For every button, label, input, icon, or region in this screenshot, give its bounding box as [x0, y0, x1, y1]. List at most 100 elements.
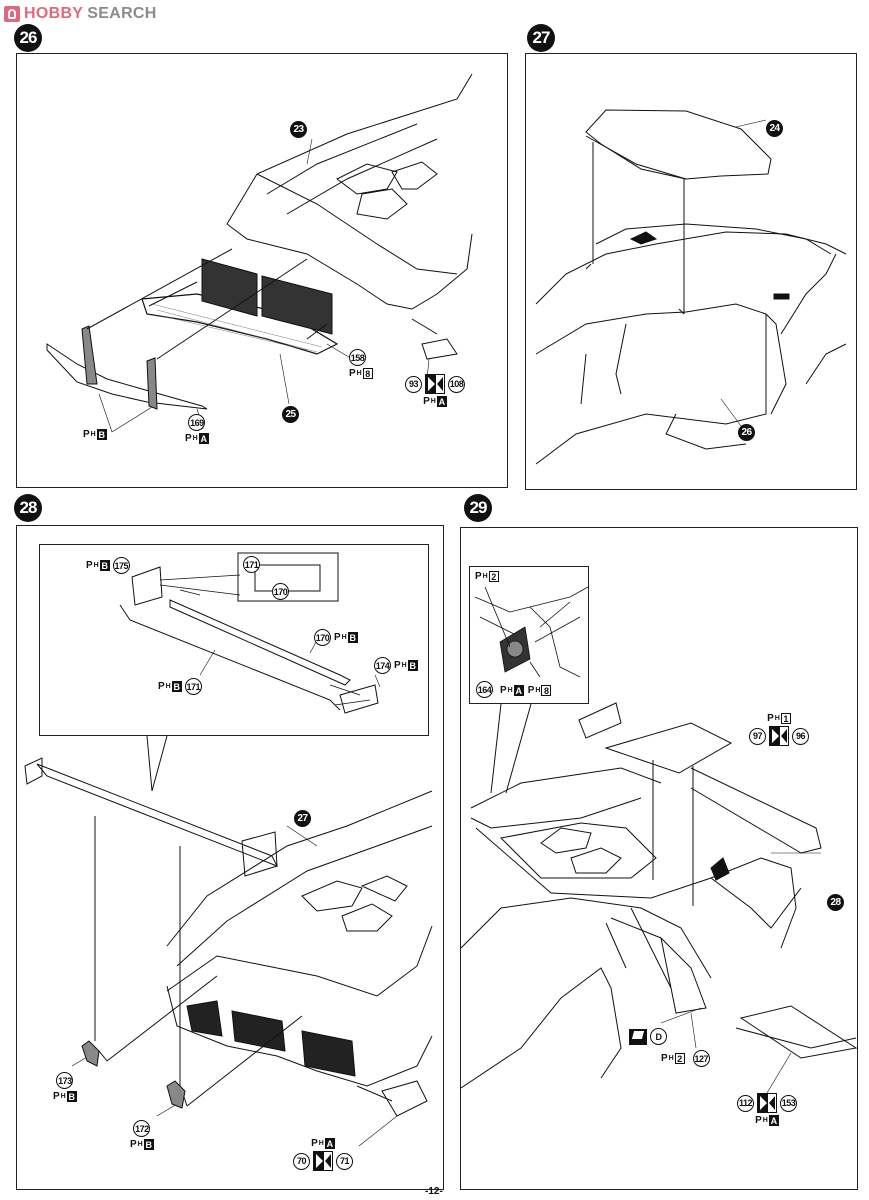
ph-code: 2 [488, 571, 499, 582]
page-number: -12- [425, 1186, 443, 1197]
intake-inset-illustration [474, 586, 589, 678]
ph-sub: H [90, 431, 96, 438]
left-right-pair-icon [313, 1151, 333, 1171]
ph-prefix: P [130, 1139, 137, 1150]
callout-part-108: 108 [448, 375, 465, 393]
callout-part-96: 96 [792, 727, 809, 745]
ph-prefix: P [185, 433, 192, 444]
ph-prefix: P [500, 685, 507, 696]
ph-code: B [407, 660, 418, 671]
ph-prefix: P [527, 685, 535, 696]
step-28-number: 28 [14, 494, 42, 522]
ph-sub: H [774, 715, 780, 722]
step-27-illustration [535, 109, 847, 465]
ph-sub: H [192, 435, 198, 442]
brand-name-part2: SEARCH [87, 5, 157, 22]
callout-part-24: 24 [766, 120, 783, 137]
callout-part-23: 23 [290, 121, 307, 138]
pair-row: 112 153 [737, 1093, 797, 1113]
callout-part-70: 70 [293, 1152, 310, 1170]
callout-assembly-28: 28 [827, 894, 844, 911]
ph-sub: H [165, 683, 171, 690]
ph-sub: H [137, 1141, 143, 1148]
brand-name-part1: HOBBY [24, 5, 84, 22]
ph-code: B [99, 560, 110, 571]
callout-part-164: 164 [476, 681, 493, 698]
ph-code: B [96, 429, 107, 440]
callout-detail-170: 170 [272, 583, 289, 600]
ph-code: B [171, 681, 182, 692]
ph-sub: H [507, 687, 513, 694]
callout-part-169: 169 [188, 414, 206, 431]
left-right-pair-icon [425, 374, 445, 394]
ph-code: 8 [362, 368, 373, 379]
callout-part-175: 175 [112, 557, 130, 574]
ph-sub: H [60, 1093, 66, 1100]
left-right-pair-icon [757, 1093, 777, 1113]
ph-code: A [513, 685, 524, 696]
callout-part-97: 97 [749, 727, 766, 745]
ph-code: B [347, 632, 358, 643]
decal-icon [629, 1028, 647, 1045]
pair-row: 93 108 [405, 374, 465, 394]
ph-sub: H [668, 1055, 674, 1062]
ph-prefix: P [767, 713, 774, 724]
ph-code: A [436, 396, 447, 407]
callout-part-171: 171 [184, 678, 202, 695]
ph-sub: H [430, 398, 436, 405]
callout-part-25: 25 [282, 406, 299, 423]
step-26-number: 26 [14, 24, 42, 52]
callout-part-174: 174 [374, 657, 391, 674]
callout-part-71: 71 [336, 1152, 353, 1170]
ph-code: A [324, 1138, 335, 1149]
ph-prefix: P [53, 1091, 60, 1102]
ph-sub: H [356, 370, 362, 377]
callout-part-112: 112 [737, 1094, 754, 1112]
callout-assembly-27: 27 [294, 810, 311, 827]
callout-part-173: 173 [56, 1072, 74, 1089]
step-27-number: 27 [527, 24, 555, 52]
ph-code: B [143, 1139, 154, 1150]
ph-prefix: P [158, 681, 165, 692]
ph-prefix: P [755, 1115, 762, 1126]
callout-part-170: 170 [314, 629, 331, 646]
step-28-illustration [24, 735, 433, 1147]
callout-part-93: 93 [405, 375, 422, 393]
callout-part-153: 153 [780, 1094, 797, 1112]
ph-sub: H [341, 634, 347, 641]
pair-row: 70 71 [293, 1151, 353, 1171]
ph-code: 8 [541, 685, 552, 696]
decal-callout: D [629, 1028, 667, 1045]
ph-prefix: P [311, 1138, 318, 1149]
callout-part-127: 127 [692, 1050, 710, 1067]
